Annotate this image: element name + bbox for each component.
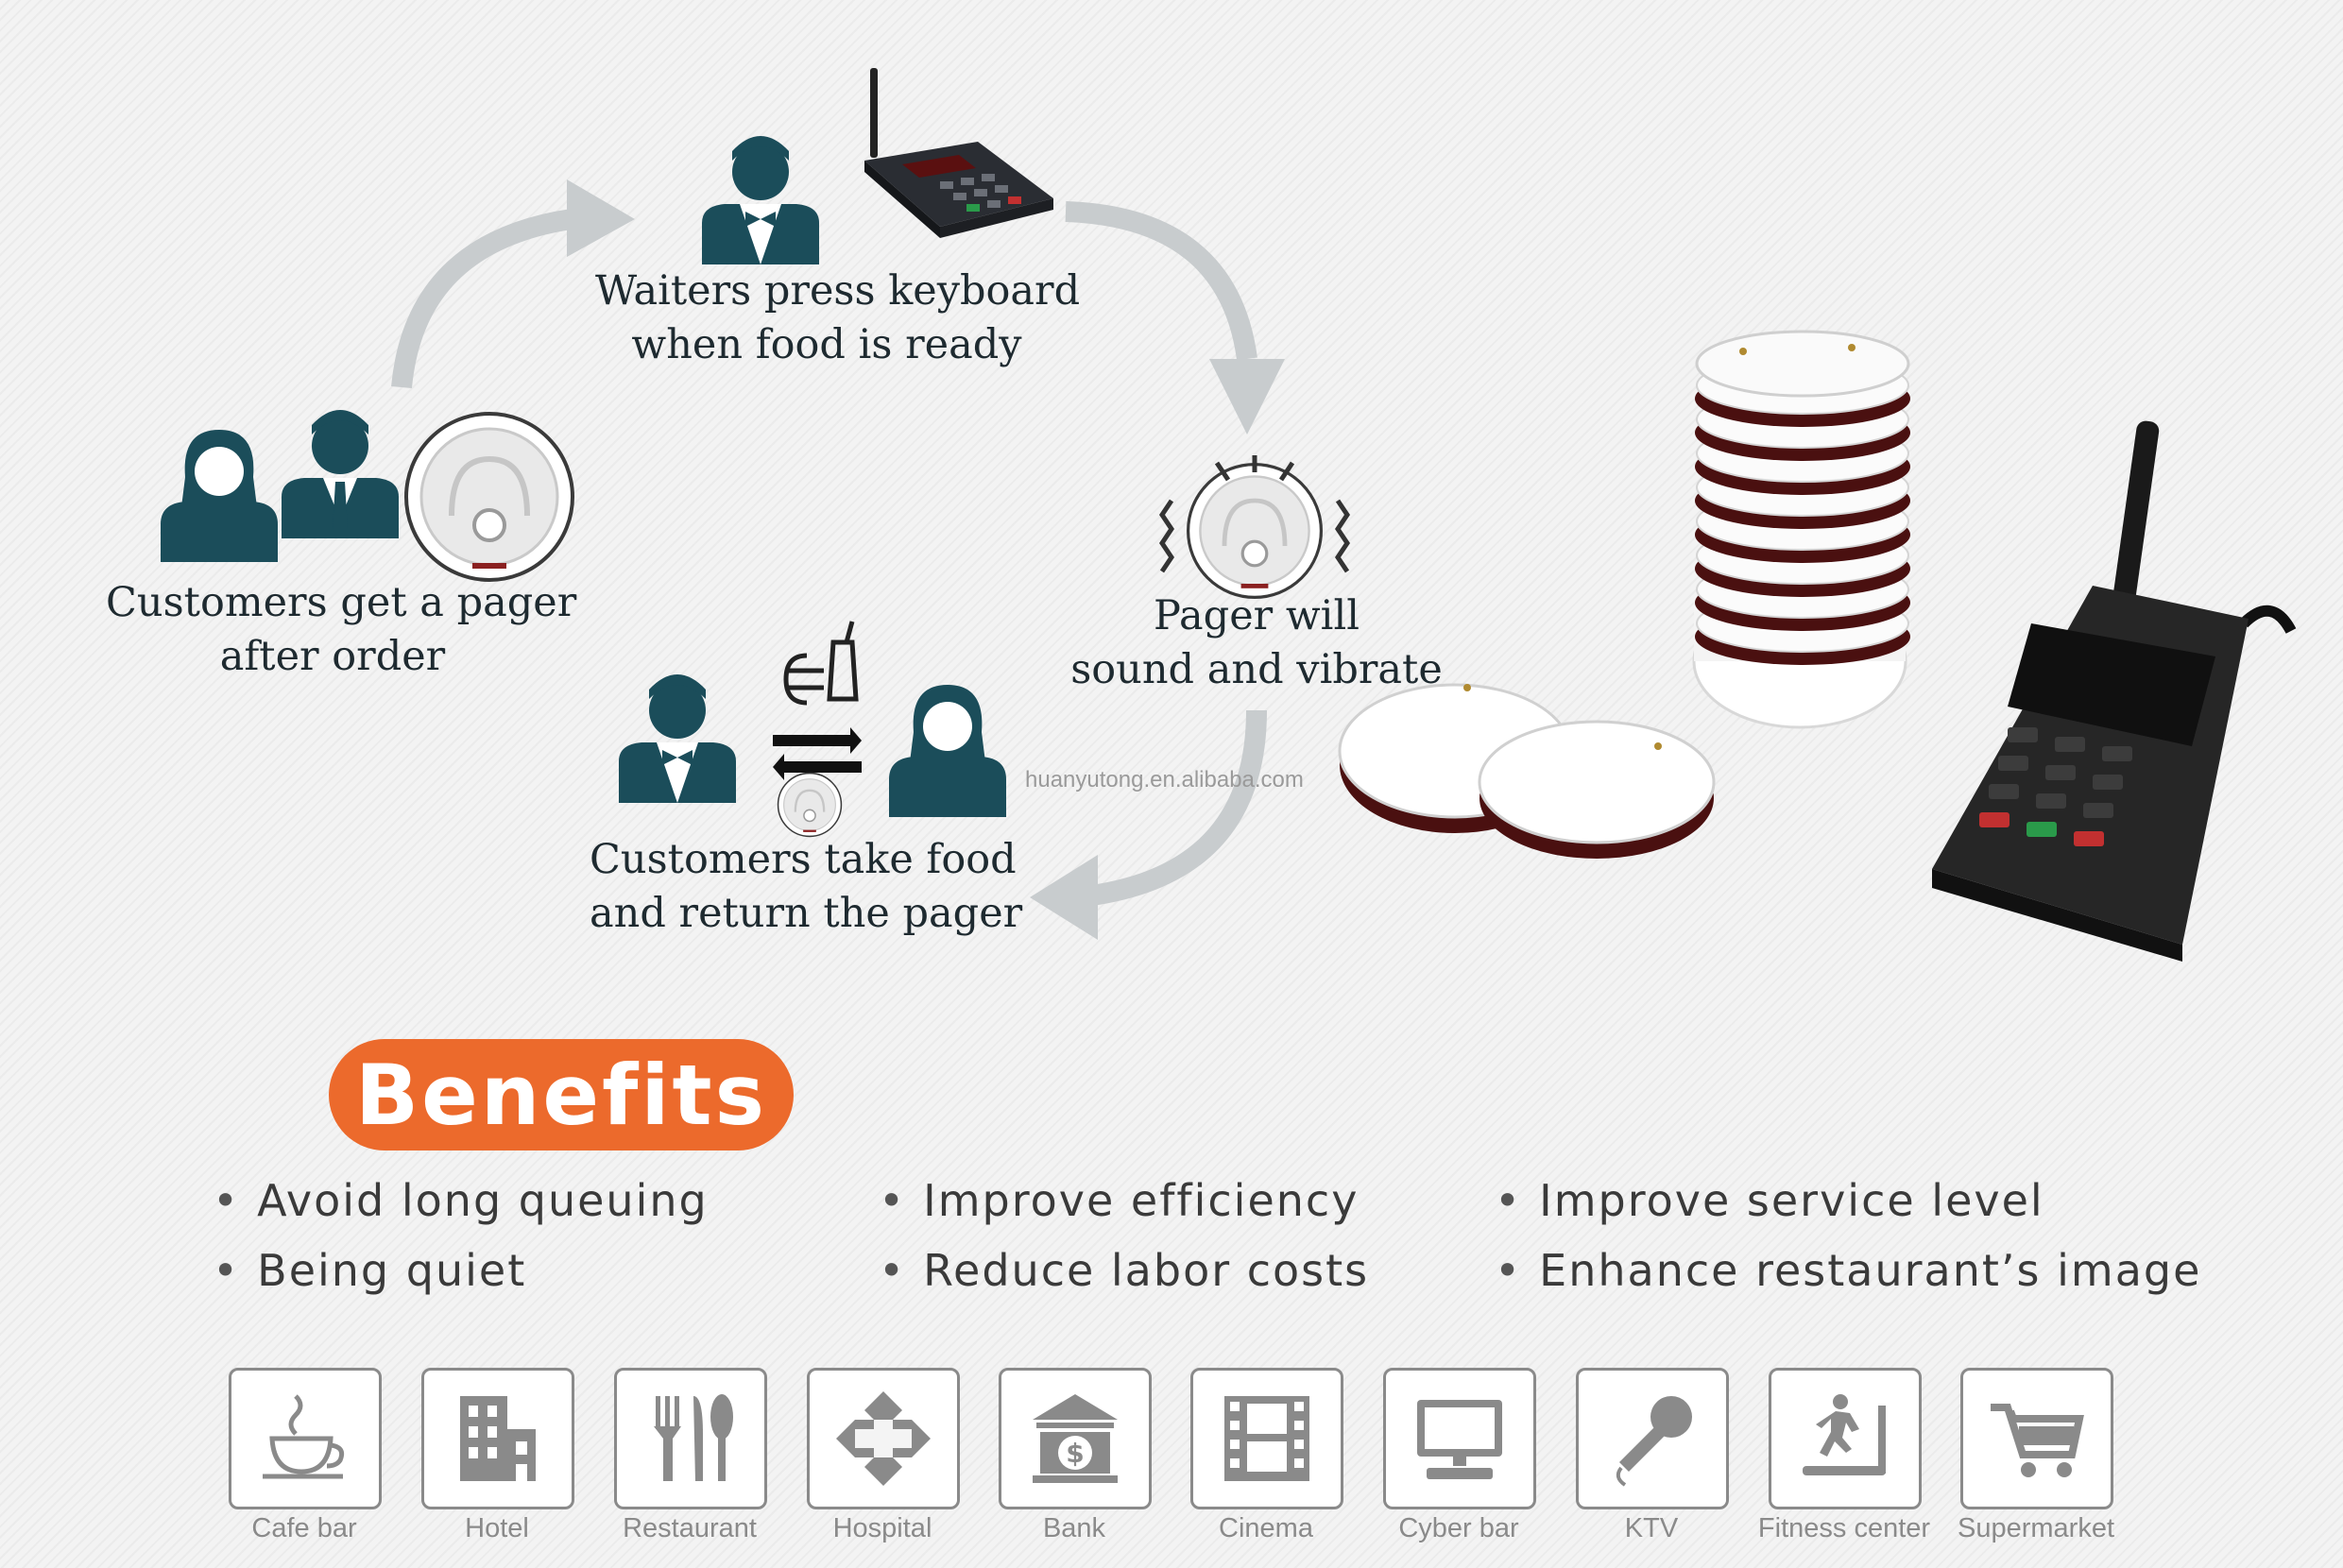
venue-label: Bank <box>1042 1513 1106 1543</box>
vibration-lines-icon <box>1158 455 1351 573</box>
venue-cinema: Cinema <box>1190 1368 1343 1543</box>
benefit-item: Reduce labor costs <box>879 1245 1369 1296</box>
venue-label: Hospital <box>832 1513 932 1543</box>
return-woman-icon <box>889 685 1006 817</box>
bank-icon: $ <box>1033 1394 1118 1483</box>
step-customers-take-caption: Customers take food and return the pager <box>590 836 1023 937</box>
venue-label: Cafe bar <box>251 1513 357 1543</box>
venue-hospital: Hospital <box>807 1368 960 1543</box>
return-waiter-icon <box>619 674 736 803</box>
hotel-building-icon <box>460 1396 536 1481</box>
venue-ktv: KTV <box>1576 1368 1729 1543</box>
cutlery-icon <box>654 1394 733 1481</box>
microphone-icon <box>1616 1396 1692 1487</box>
venue-bank: $ Bank <box>999 1368 1152 1543</box>
arrow-to-pager <box>1065 201 1257 361</box>
svg-text:$: $ <box>1066 1438 1084 1469</box>
computer-icon <box>1417 1400 1502 1479</box>
waiter-icon <box>702 136 819 264</box>
venue-restaurant: Restaurant <box>614 1368 767 1543</box>
food-drink-icon <box>783 621 859 706</box>
benefits-title: Benefits <box>329 1039 794 1150</box>
customer-woman-icon <box>161 430 278 562</box>
treadmill-icon <box>1803 1394 1886 1475</box>
venue-cafe-bar: Cafe bar <box>229 1368 382 1543</box>
arrow-to-return <box>1075 709 1267 908</box>
benefit-item: Improve efficiency <box>879 1175 1359 1226</box>
benefit-item: Being quiet <box>213 1245 526 1296</box>
shopping-cart-icon <box>1991 1404 2084 1477</box>
loose-pager-right <box>1478 720 1716 859</box>
venue-cyber-bar: Cyber bar <box>1383 1368 1536 1543</box>
benefit-item: Enhance restaurant’s image <box>1495 1245 2201 1296</box>
arrow-to-waiters <box>391 207 588 389</box>
venue-hotel: Hotel <box>421 1368 574 1543</box>
venue-label: Hotel <box>465 1513 529 1543</box>
venue-label: KTV <box>1624 1513 1679 1543</box>
exchange-arrows-icon <box>773 727 862 780</box>
keyboard-transmitter-icon <box>864 68 1053 238</box>
benefit-item: Improve service level <box>1495 1175 2044 1226</box>
venue-label: Cyber bar <box>1398 1513 1519 1543</box>
customer-man-icon <box>282 410 399 538</box>
film-strip-icon <box>1224 1396 1309 1481</box>
venue-supermarket: Supermarket <box>1958 1368 2114 1543</box>
pager-stack-image <box>1692 330 1910 729</box>
venue-label: Restaurant <box>623 1513 757 1543</box>
step-waiters-caption: Waiters press keyboard when food is read… <box>595 267 1081 368</box>
medical-cross-icon <box>836 1391 931 1486</box>
small-pager-icon <box>777 772 843 838</box>
venue-label: Supermarket <box>1957 1513 2114 1543</box>
keyboard-transmitter-image <box>1932 420 2297 962</box>
step-customers-get-caption: Customers get a pager after order <box>106 579 577 680</box>
coffee-cup-icon <box>263 1394 345 1479</box>
venue-fitness-center: Fitness center <box>1758 1368 1930 1543</box>
pager-icon <box>406 414 573 580</box>
watermark: huanyutong.en.alibaba.com <box>1025 767 1304 793</box>
venue-label: Cinema <box>1219 1513 1313 1543</box>
venue-label: Fitness center <box>1757 1513 1931 1543</box>
vibrating-pager-icon <box>1189 465 1322 598</box>
benefit-item: Avoid long queuing <box>213 1175 709 1226</box>
step-pager-caption: Pager will sound and vibrate <box>1070 592 1443 693</box>
